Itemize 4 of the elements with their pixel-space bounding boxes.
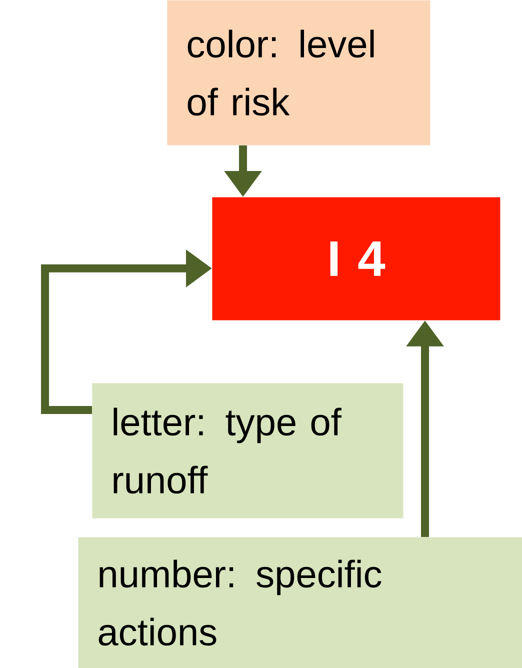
label-box: number: specific actions: [78, 537, 522, 668]
code-box: I 4: [212, 197, 500, 320]
label-box: letter: type of runoff: [92, 383, 404, 518]
label-box: color: level of risk: [167, 0, 430, 146]
